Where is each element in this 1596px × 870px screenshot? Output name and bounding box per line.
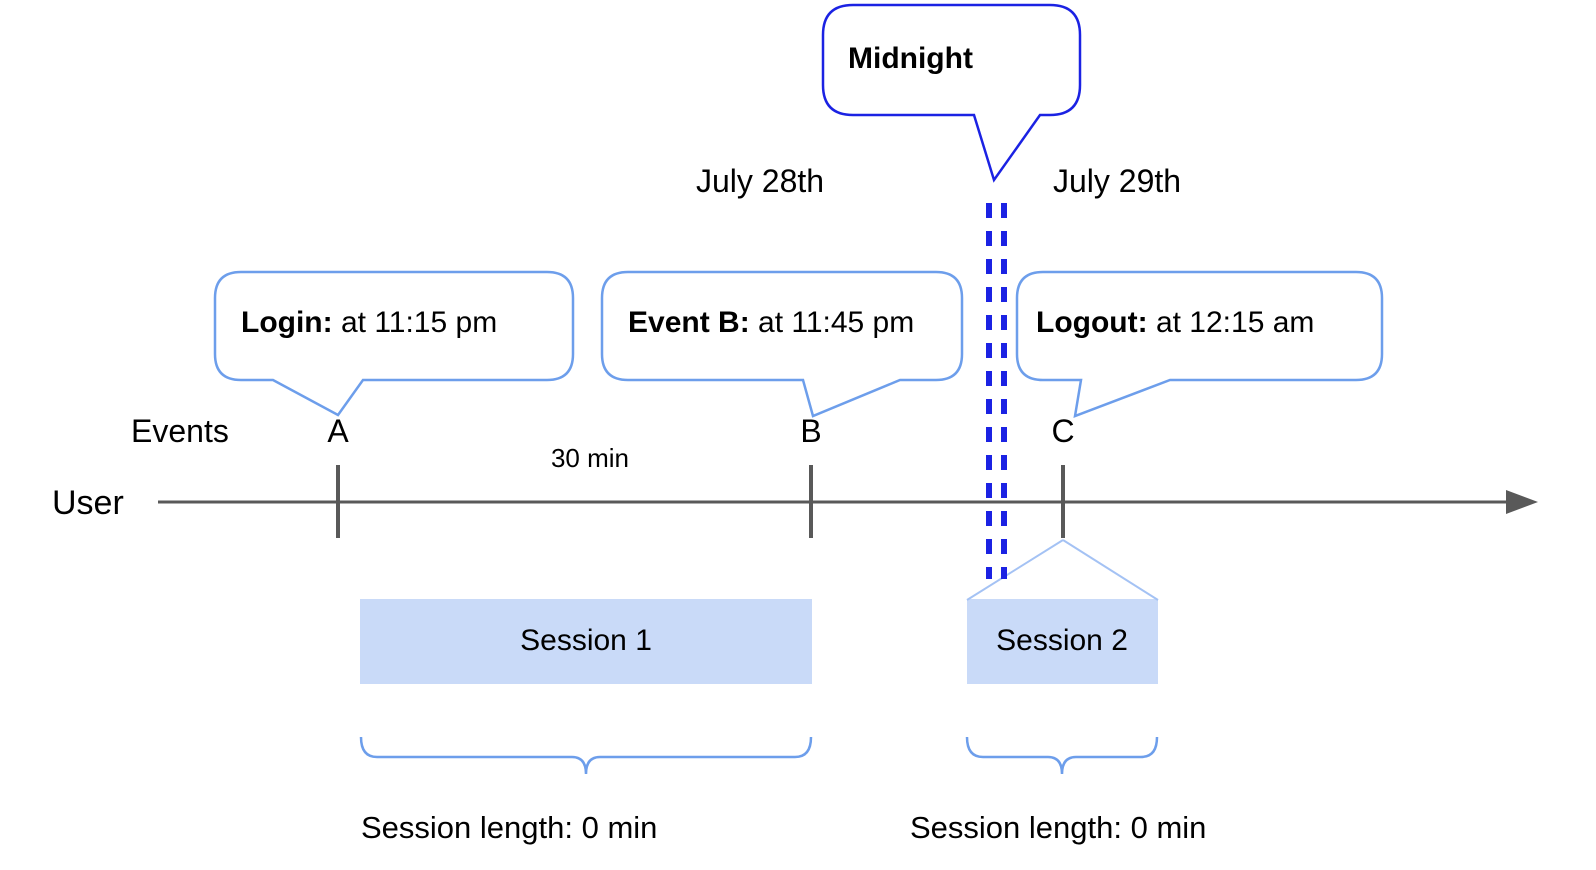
session-2-brace — [965, 736, 1159, 775]
midnight-callout-bold: Midnight — [848, 42, 973, 75]
event-marker-c: C — [1051, 413, 1075, 449]
logout-callout-bubble — [1015, 270, 1384, 418]
logout-callout-bold: Logout: — [1036, 306, 1148, 339]
date-label-july-28: July 28th — [696, 163, 825, 199]
session-1-box — [360, 599, 812, 684]
timeline-arrowhead — [1506, 490, 1538, 514]
session-2-fan-line-right — [1062, 539, 1159, 601]
session-2-length-label: Session length: 0 min — [910, 810, 1207, 845]
session-2-label: Session 2 — [996, 624, 1128, 657]
event-b-callout-text: Event B: at 11:45 pm — [628, 306, 914, 340]
event-b-callout-rest: at 11:45 pm — [749, 306, 915, 339]
events-row-label: Events — [131, 413, 229, 449]
event-marker-b: B — [800, 413, 822, 449]
session-1-length-label: Session length: 0 min — [361, 810, 658, 845]
session-1-label: Session 1 — [520, 624, 652, 657]
user-row-label: User — [52, 484, 124, 522]
midnight-callout-bubble — [821, 3, 1082, 183]
login-callout-rest: at 11:15 pm — [332, 306, 498, 339]
session-2-fan-line-left — [966, 539, 1064, 601]
event-b-callout-bold: Event B: — [628, 306, 750, 339]
login-callout-bold: Login: — [241, 306, 333, 339]
date-label-july-29: July 29th — [1053, 163, 1182, 199]
logout-callout-text: Logout: at 12:15 am — [1036, 306, 1314, 340]
session-2-box — [967, 599, 1158, 684]
login-callout-bubble — [213, 270, 575, 417]
logout-callout-rest: at 12:15 am — [1147, 306, 1315, 339]
event-b-callout-bubble — [600, 270, 964, 418]
session-1-brace — [359, 736, 813, 775]
login-callout-text: Login: at 11:15 pm — [241, 306, 497, 340]
interval-label-30-min: 30 min — [550, 443, 630, 473]
midnight-callout-text: Midnight — [848, 42, 973, 76]
event-marker-a: A — [327, 413, 349, 449]
